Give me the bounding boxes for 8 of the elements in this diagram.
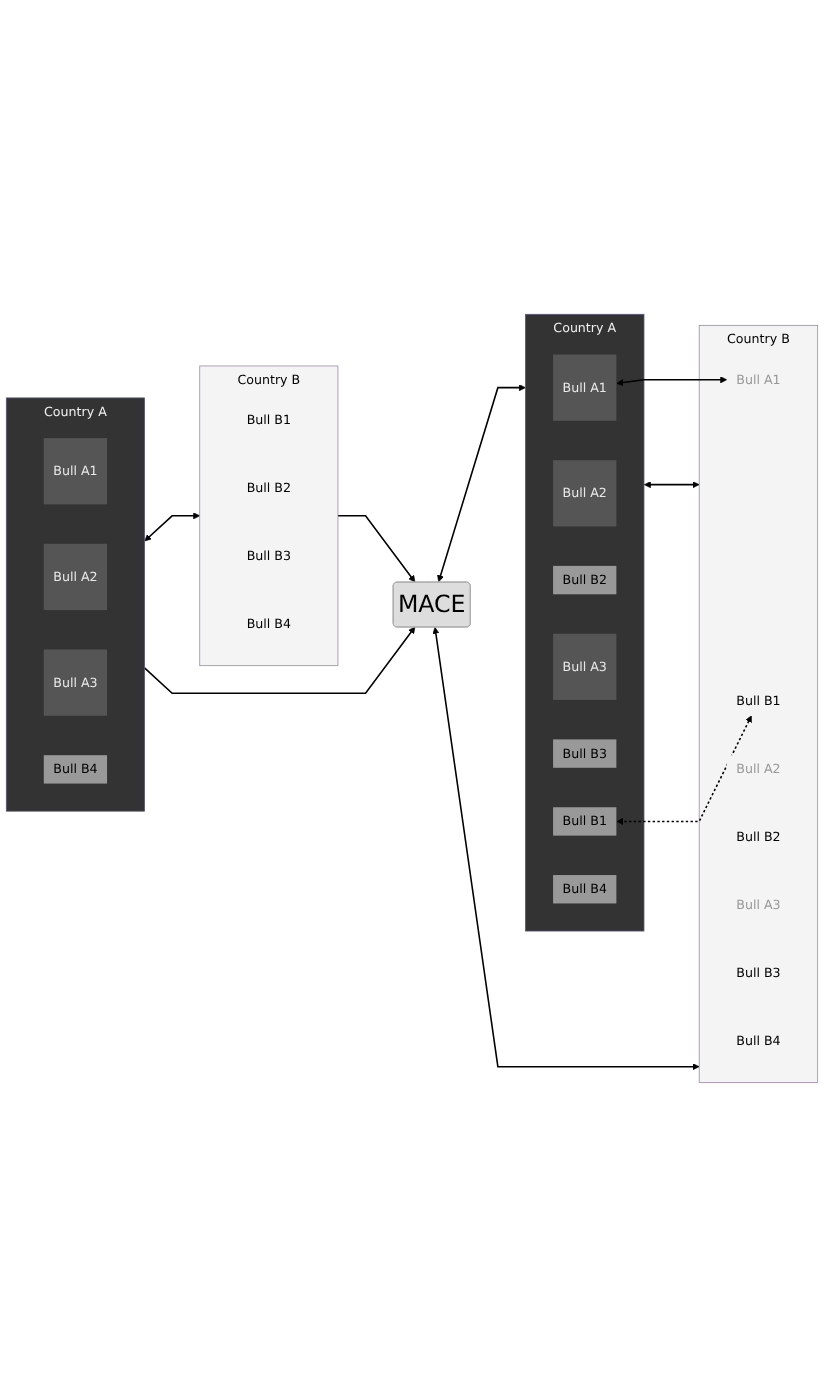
arrow bbox=[616, 716, 752, 826]
arrow bbox=[337, 515, 416, 583]
arrow bbox=[616, 376, 728, 387]
arrow bbox=[144, 512, 201, 542]
arrow bbox=[432, 627, 700, 1071]
arrow bbox=[143, 627, 416, 695]
arrow bbox=[437, 384, 526, 583]
arrow bbox=[644, 481, 700, 489]
